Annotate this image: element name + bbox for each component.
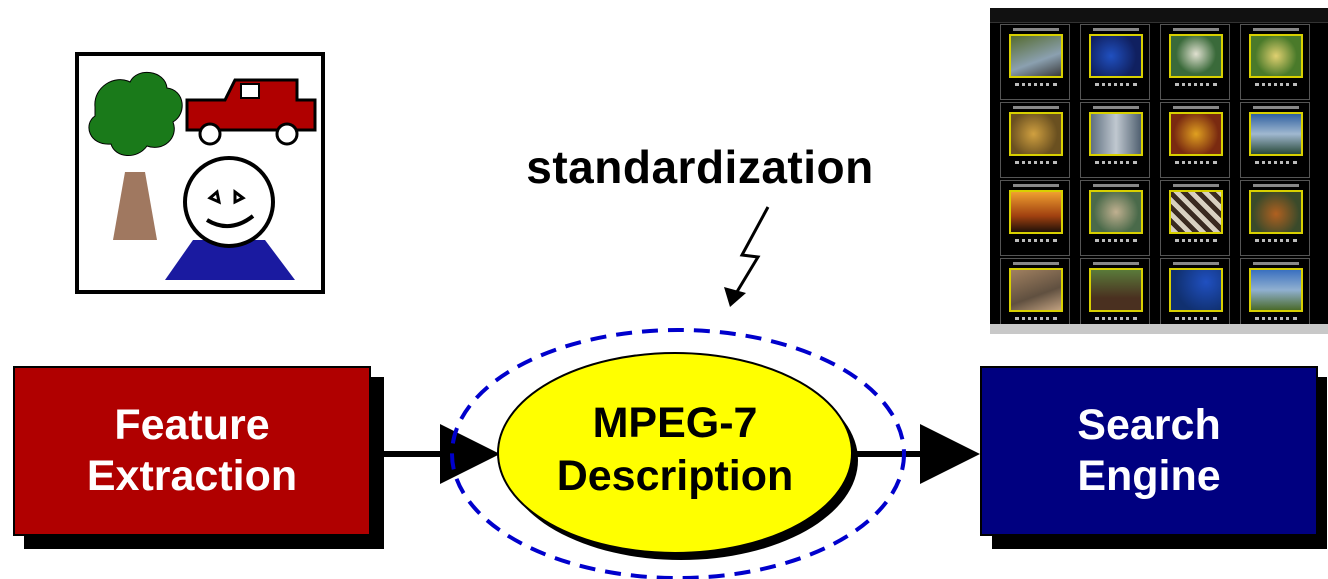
thumbnail-cell xyxy=(1160,102,1230,178)
mpeg7-label-line1: MPEG-7 xyxy=(593,399,758,447)
thumbnail-cell xyxy=(1240,24,1310,100)
feature-extraction-block: Feature Extraction xyxy=(13,366,371,536)
thumbnail-cell xyxy=(1000,180,1070,256)
tree-trunk-icon xyxy=(113,172,157,240)
standardization-label: standardization xyxy=(526,141,874,193)
search-engine-line1: Search xyxy=(1077,401,1221,450)
thumbnail-cell xyxy=(1240,258,1310,334)
mpeg7-ellipse xyxy=(497,352,853,554)
thumbnail-cell xyxy=(1000,102,1070,178)
image-browser-screenshot xyxy=(990,8,1328,334)
thumbnail-cell xyxy=(1080,24,1150,100)
smiley-person-icon xyxy=(165,156,295,280)
lightning-bolt-icon xyxy=(724,206,770,307)
thumbnail-cell xyxy=(1160,258,1230,334)
thumbnail-cell xyxy=(1080,180,1150,256)
search-engine-block: Search Engine xyxy=(980,366,1318,536)
thumbnail-cell xyxy=(1000,258,1070,334)
search-engine-line2: Engine xyxy=(1077,452,1221,500)
thumbnail-cell xyxy=(1000,24,1070,100)
car-icon xyxy=(185,78,317,146)
thumbnail-cell xyxy=(1160,24,1230,100)
screenshot-statusbar xyxy=(990,324,1328,334)
mpeg7-label-line2: Description xyxy=(557,452,794,500)
thumbnail-cell xyxy=(1080,102,1150,178)
clipart-scene-icon xyxy=(75,52,325,294)
tree-foliage-icon xyxy=(88,72,183,156)
feature-extraction-line1: Feature xyxy=(114,401,270,450)
screenshot-menubar xyxy=(990,8,1328,23)
thumbnail-cell xyxy=(1160,180,1230,256)
thumbnail-cell xyxy=(1080,258,1150,334)
thumbnail-cell xyxy=(1240,180,1310,256)
dashed-standardization-ellipse xyxy=(450,328,906,579)
thumbnail-cell xyxy=(1240,102,1310,178)
feature-extraction-line2: Extraction xyxy=(86,452,298,500)
